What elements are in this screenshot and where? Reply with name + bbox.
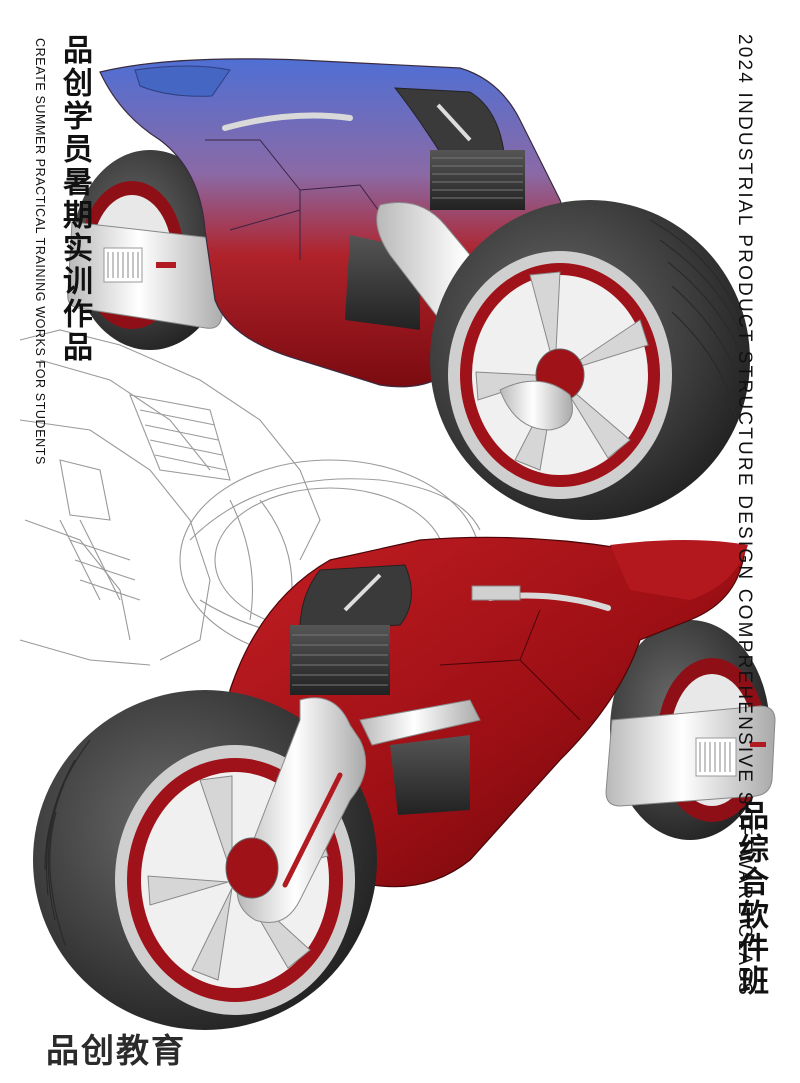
right-english-title: 2024 INDUSTRIAL PRODUCT STRUCTURE DESIGN… xyxy=(734,34,755,997)
brand-name: 品创教育 xyxy=(46,1031,186,1070)
right-chinese-title: 品综合软件班 xyxy=(733,800,768,998)
left-chinese-title: 品创学员暑期实训作品 xyxy=(57,34,92,364)
left-english-subtitle: CREATE SUMMER PRACTICAL TRAINING WORKS F… xyxy=(33,38,47,465)
bottom-motorcycle xyxy=(33,536,776,1030)
top-motorcycle xyxy=(67,58,750,520)
